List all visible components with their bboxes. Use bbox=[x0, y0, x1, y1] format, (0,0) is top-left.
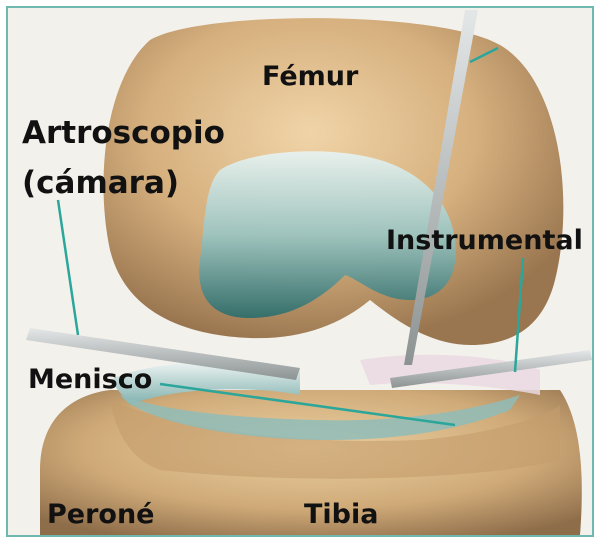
perone-label: Peroné bbox=[47, 501, 155, 528]
arthroscope-label-line2: (cámara) bbox=[22, 168, 179, 199]
arthroscope-label-line1: Artroscopio bbox=[22, 118, 225, 149]
tibia-label: Tibia bbox=[304, 501, 378, 528]
instrumental-label: Instrumental bbox=[386, 227, 583, 254]
femur-label: Fémur bbox=[262, 63, 358, 90]
menisco-label: Menisco bbox=[28, 366, 152, 393]
